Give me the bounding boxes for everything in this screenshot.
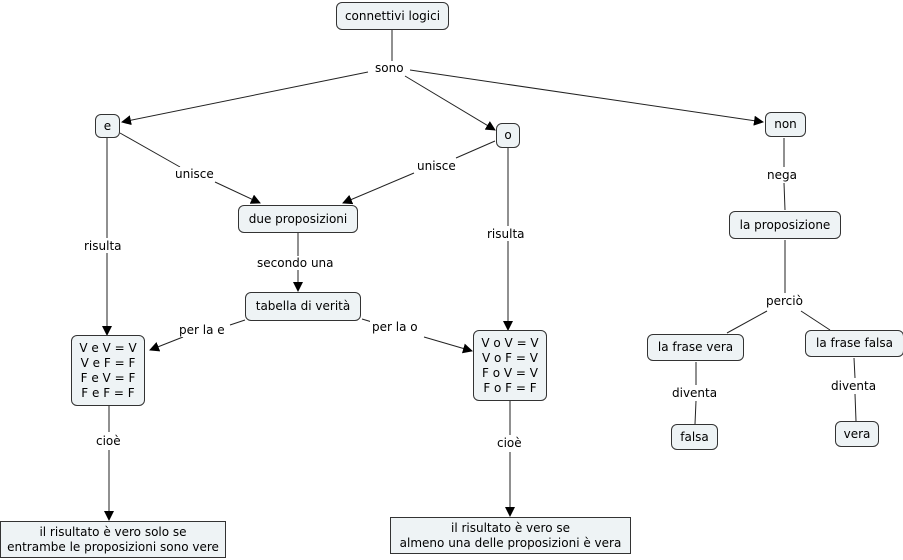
node-label: tabella di verità bbox=[255, 299, 351, 313]
node-label: vera bbox=[843, 426, 871, 441]
node-label: la frase vera bbox=[657, 340, 734, 354]
link-label-secondo-una[interactable]: secondo una bbox=[255, 256, 336, 270]
node-label: connettivi logici bbox=[344, 8, 441, 23]
link-label-unisce-e[interactable]: unisce bbox=[173, 167, 216, 181]
connector-perlae-and bbox=[149, 336, 184, 352]
node-falsa[interactable]: falsa bbox=[671, 424, 718, 450]
truth-row: V e F = F bbox=[80, 355, 136, 370]
node-e[interactable]: e bbox=[95, 114, 120, 138]
node-label: e bbox=[103, 118, 112, 133]
node-or-result[interactable]: il risultato è vero se almeno una delle … bbox=[390, 517, 631, 554]
node-tabella-di-verita[interactable]: tabella di verità bbox=[245, 292, 361, 321]
truth-row: F e F = F bbox=[81, 385, 135, 400]
node-label: due proposizioni bbox=[248, 211, 348, 226]
link-label-diventa-1[interactable]: diventa bbox=[670, 386, 720, 400]
link-label-risulta-o[interactable]: risulta bbox=[485, 227, 527, 241]
node-connettivi-logici[interactable]: connettivi logici bbox=[336, 2, 449, 30]
node-and-truth-table[interactable]: V e V = V V e F = F F e V = F F e F = F bbox=[71, 335, 145, 406]
result-line: il risultato è vero solo se bbox=[39, 524, 187, 539]
link-label-cioe-e[interactable]: cioè bbox=[94, 434, 123, 448]
connector-falsa-diventa bbox=[853, 357, 856, 379]
connector-percio-vera bbox=[726, 310, 768, 334]
link-label-sono[interactable]: sono bbox=[373, 61, 406, 75]
node-la-proposizione[interactable]: la proposizione bbox=[729, 211, 841, 239]
connector-diventa-vera bbox=[854, 393, 857, 422]
truth-row: V o F = V bbox=[482, 350, 538, 365]
connector-perlao-or bbox=[423, 336, 473, 354]
node-and-result[interactable]: il risultato è vero solo se entrambe le … bbox=[0, 521, 226, 558]
connector-o-unisce bbox=[455, 140, 496, 159]
link-label-percio[interactable]: perciò bbox=[764, 294, 805, 308]
node-label: la frase falsa bbox=[816, 336, 893, 350]
connector-sono-o bbox=[404, 75, 496, 131]
truth-row: V e V = V bbox=[79, 340, 137, 355]
connector-e-unisce bbox=[119, 132, 181, 168]
node-la-frase-vera[interactable]: la frase vera bbox=[647, 334, 744, 361]
node-la-frase-falsa[interactable]: la frase falsa bbox=[805, 330, 903, 357]
link-label-diventa-2[interactable]: diventa bbox=[829, 379, 879, 393]
node-vera[interactable]: vera bbox=[835, 421, 879, 447]
connector-unisce-due bbox=[214, 181, 261, 204]
node-label: o bbox=[504, 128, 512, 142]
link-label-nega[interactable]: nega bbox=[765, 168, 799, 182]
result-line: entrambe le proposizioni sono vere bbox=[7, 539, 219, 554]
node-non[interactable]: non bbox=[765, 112, 806, 137]
link-label-per-la-o[interactable]: per la o bbox=[370, 320, 420, 334]
connector-tabella-perlae bbox=[229, 319, 246, 326]
result-line: almeno una delle proposizioni è vera bbox=[399, 535, 622, 550]
connector-percio-falsa bbox=[800, 310, 831, 331]
truth-row: V o V = V bbox=[481, 335, 539, 350]
node-label: la proposizione bbox=[739, 217, 831, 232]
node-o[interactable]: o bbox=[496, 123, 520, 148]
result-line: il risultato è vero se bbox=[450, 520, 570, 535]
link-label-per-la-e[interactable]: per la e bbox=[177, 323, 227, 337]
node-label: non bbox=[774, 117, 797, 131]
truth-row: F o V = V bbox=[482, 365, 538, 380]
truth-row: F o F = F bbox=[483, 380, 537, 395]
node-due-proposizioni[interactable]: due proposizioni bbox=[238, 205, 358, 233]
link-label-unisce-o[interactable]: unisce bbox=[415, 159, 458, 173]
connector-sono-non bbox=[409, 69, 764, 126]
node-or-truth-table[interactable]: V o V = V V o F = V F o V = V F o F = F bbox=[473, 330, 547, 401]
connector-sono-e bbox=[121, 71, 369, 126]
connector-diventa-falsa bbox=[694, 400, 697, 425]
connector-unisce-due-2 bbox=[342, 172, 415, 205]
truth-row: F e V = F bbox=[80, 370, 136, 385]
link-label-cioe-o[interactable]: cioè bbox=[495, 436, 524, 450]
node-label: falsa bbox=[680, 429, 709, 444]
link-label-risulta-e[interactable]: risulta bbox=[82, 239, 124, 253]
connector-nega-prop bbox=[783, 182, 786, 211]
